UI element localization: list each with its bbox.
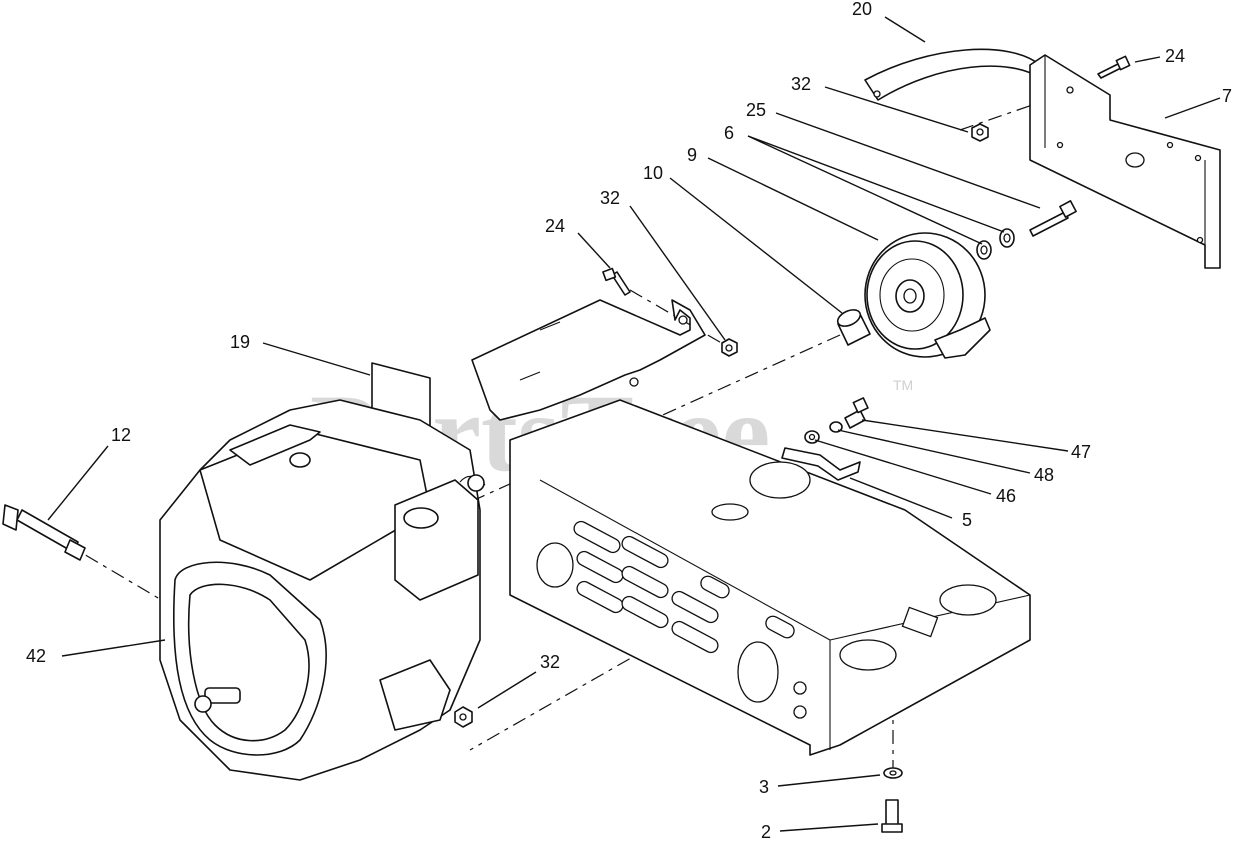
part-42-engine [159,399,486,781]
callout-9: 9 [687,145,697,165]
part-24-bolt-top [1097,55,1131,79]
part-5-rod [781,447,861,481]
part-24-bolt-mid [602,267,631,296]
callout-20: 20 [852,0,872,19]
callout-32-mid: 32 [600,188,620,208]
part-10-spacer [836,309,871,346]
callout-24-top: 24 [1165,46,1185,66]
callout-7: 7 [1222,86,1232,106]
part-32-nut-top [971,123,989,142]
part-32-nut-mid [721,338,738,357]
callout-47: 47 [1071,442,1091,462]
callout-6: 6 [724,123,734,143]
part-20-guard-arm [864,48,1041,101]
part-12-dipstick [2,504,86,561]
callout-12: 12 [111,425,131,445]
part-7-mount-plate [1029,54,1221,269]
part-6-washers [976,228,1015,260]
part-2-bolt [881,799,903,833]
callouts: 20 24 7 32 25 6 9 10 32 24 19 12 47 48 4… [26,0,1232,842]
callout-48: 48 [1034,465,1054,485]
part-3-washer [883,767,903,779]
leader-lines [47,16,1221,832]
part-32-nut-lower [454,706,473,728]
trademark: TM [893,377,913,393]
callout-25: 25 [746,100,766,120]
engine-bracket-plate [471,299,706,421]
part-48-lockwasher [829,421,843,433]
part-5-chassis-frame [509,399,1031,756]
callout-32-top: 32 [791,74,811,94]
callout-3: 3 [759,777,769,797]
callout-19: 19 [230,332,250,352]
part-47-bolt [844,397,869,429]
callout-2: 2 [761,822,771,842]
callout-46: 46 [996,486,1016,506]
callout-32-lower: 32 [540,652,560,672]
callout-42: 42 [26,646,46,666]
part-9-clutch [864,232,991,359]
callout-5: 5 [962,510,972,530]
callout-10: 10 [643,163,663,183]
part-25-long-bolt [1029,200,1077,237]
frame-slots [573,520,795,654]
callout-24-mid: 24 [545,216,565,236]
